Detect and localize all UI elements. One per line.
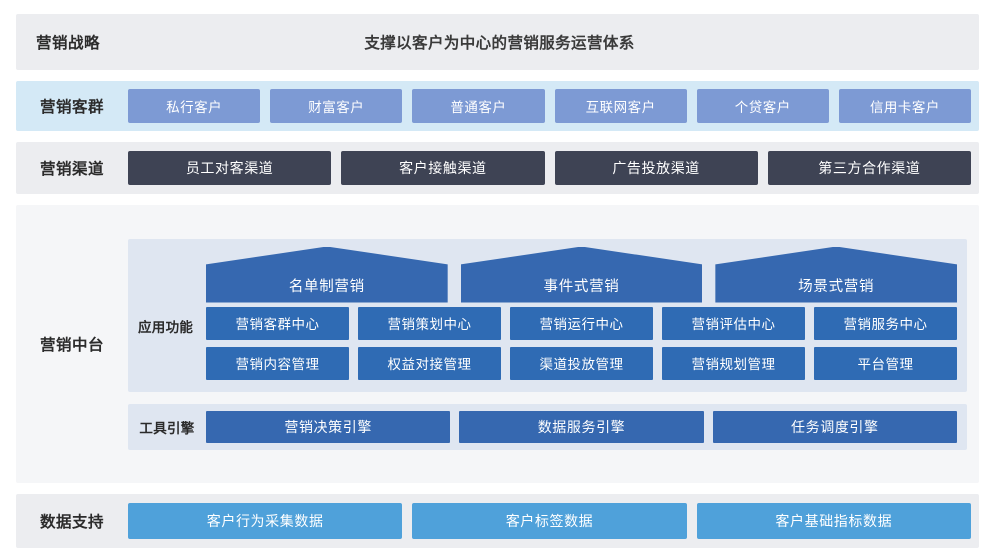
customer-segment-tile[interactable]: 财富客户: [270, 89, 403, 123]
data-support-tile[interactable]: 客户基础指标数据: [696, 503, 971, 539]
row-label-customer-segments: 营销客群: [39, 99, 104, 116]
tool-engine-tile[interactable]: 营销决策引擎: [206, 410, 451, 443]
channel-tile[interactable]: 客户接触渠道: [341, 151, 545, 185]
row-marketing-channels: 营销渠道 员工对客渠道 客户接触渠道 广告投放渠道 第三方合作渠道: [16, 142, 979, 194]
app-function-tile[interactable]: 营销运行中心: [510, 306, 653, 340]
panel-label-app-functions: 应用功能: [138, 319, 194, 335]
row-data-support: 数据支持 客户行为采集数据 客户标签数据 客户基础指标数据: [16, 494, 979, 548]
customer-segment-list: 私行客户 财富客户 普通客户 互联网客户 个贷客户 信用卡客户: [128, 89, 972, 123]
app-function-tile[interactable]: 权益对接管理: [358, 346, 501, 380]
customer-segment-tile[interactable]: 私行客户: [128, 89, 261, 123]
channel-tile[interactable]: 广告投放渠道: [554, 151, 758, 185]
channel-list: 员工对客渠道 客户接触渠道 广告投放渠道 第三方合作渠道: [128, 151, 971, 185]
channel-tile[interactable]: 员工对客渠道: [128, 151, 332, 185]
marketing-mode-banner-list: 名单制营销 事件式营销 场景式营销: [206, 246, 958, 303]
row-customer-segments: 营销客群 私行客户 财富客户 普通客户 互联网客户 个贷客户 信用卡客户: [16, 81, 979, 131]
app-function-tile[interactable]: 营销评估中心: [662, 306, 805, 340]
customer-segment-tile[interactable]: 个贷客户: [696, 89, 829, 123]
row-marketing-strategy: 营销战略 支撑以客户为中心的营销服务运营体系: [16, 14, 979, 70]
app-function-tile[interactable]: 平台管理: [814, 346, 957, 380]
data-support-tile[interactable]: 客户标签数据: [412, 503, 687, 539]
tool-engine-list: 营销决策引擎 数据服务引擎 任务调度引擎: [206, 410, 957, 443]
app-function-tile[interactable]: 营销内容管理: [206, 346, 349, 380]
marketing-mode-banner[interactable]: 场景式营销: [715, 246, 958, 303]
customer-segment-tile[interactable]: 互联网客户: [554, 89, 687, 123]
tool-engines-panel: 工具引擎 营销决策引擎 数据服务引擎 任务调度引擎: [128, 403, 967, 450]
marketing-mode-banner[interactable]: 名单制营销: [206, 246, 448, 303]
row-label-middle-platform: 营销中台: [39, 337, 104, 354]
tool-engine-tile[interactable]: 任务调度引擎: [712, 410, 957, 443]
customer-segment-tile[interactable]: 信用卡客户: [838, 89, 972, 123]
app-function-tile[interactable]: 营销规划管理: [662, 346, 805, 380]
row-label-marketing-channels: 营销渠道: [39, 161, 104, 178]
app-function-grid: 营销客群中心 营销策划中心 营销运行中心 营销评估中心 营销服务中心 营销内容管…: [206, 306, 957, 380]
row-label-data-support: 数据支持: [39, 514, 104, 531]
row-middle-platform: 营销中台 应用功能 名单制营销 事件式营销 场景式营销 营销客群中心 营销策划中…: [16, 205, 979, 483]
panel-label-tool-engines: 工具引擎: [139, 420, 195, 436]
data-support-tile[interactable]: 客户行为采集数据: [128, 503, 403, 539]
app-function-tile[interactable]: 营销策划中心: [358, 306, 501, 340]
tool-engine-tile[interactable]: 数据服务引擎: [459, 410, 704, 443]
strategy-title: 支撑以客户为中心的营销服务运营体系: [364, 35, 635, 52]
app-function-tile[interactable]: 营销服务中心: [814, 306, 957, 340]
customer-segment-tile[interactable]: 普通客户: [412, 89, 545, 123]
marketing-mode-banner[interactable]: 事件式营销: [460, 246, 703, 303]
app-function-tile[interactable]: 渠道投放管理: [510, 346, 653, 380]
data-support-list: 客户行为采集数据 客户标签数据 客户基础指标数据: [128, 503, 971, 539]
channel-tile[interactable]: 第三方合作渠道: [767, 151, 971, 185]
app-function-tile[interactable]: 营销客群中心: [206, 306, 349, 340]
app-functions-panel: 应用功能 名单制营销 事件式营销 场景式营销 营销客群中心 营销策划中心 营销运…: [128, 238, 967, 392]
row-label-marketing-strategy: 营销战略: [35, 35, 100, 52]
